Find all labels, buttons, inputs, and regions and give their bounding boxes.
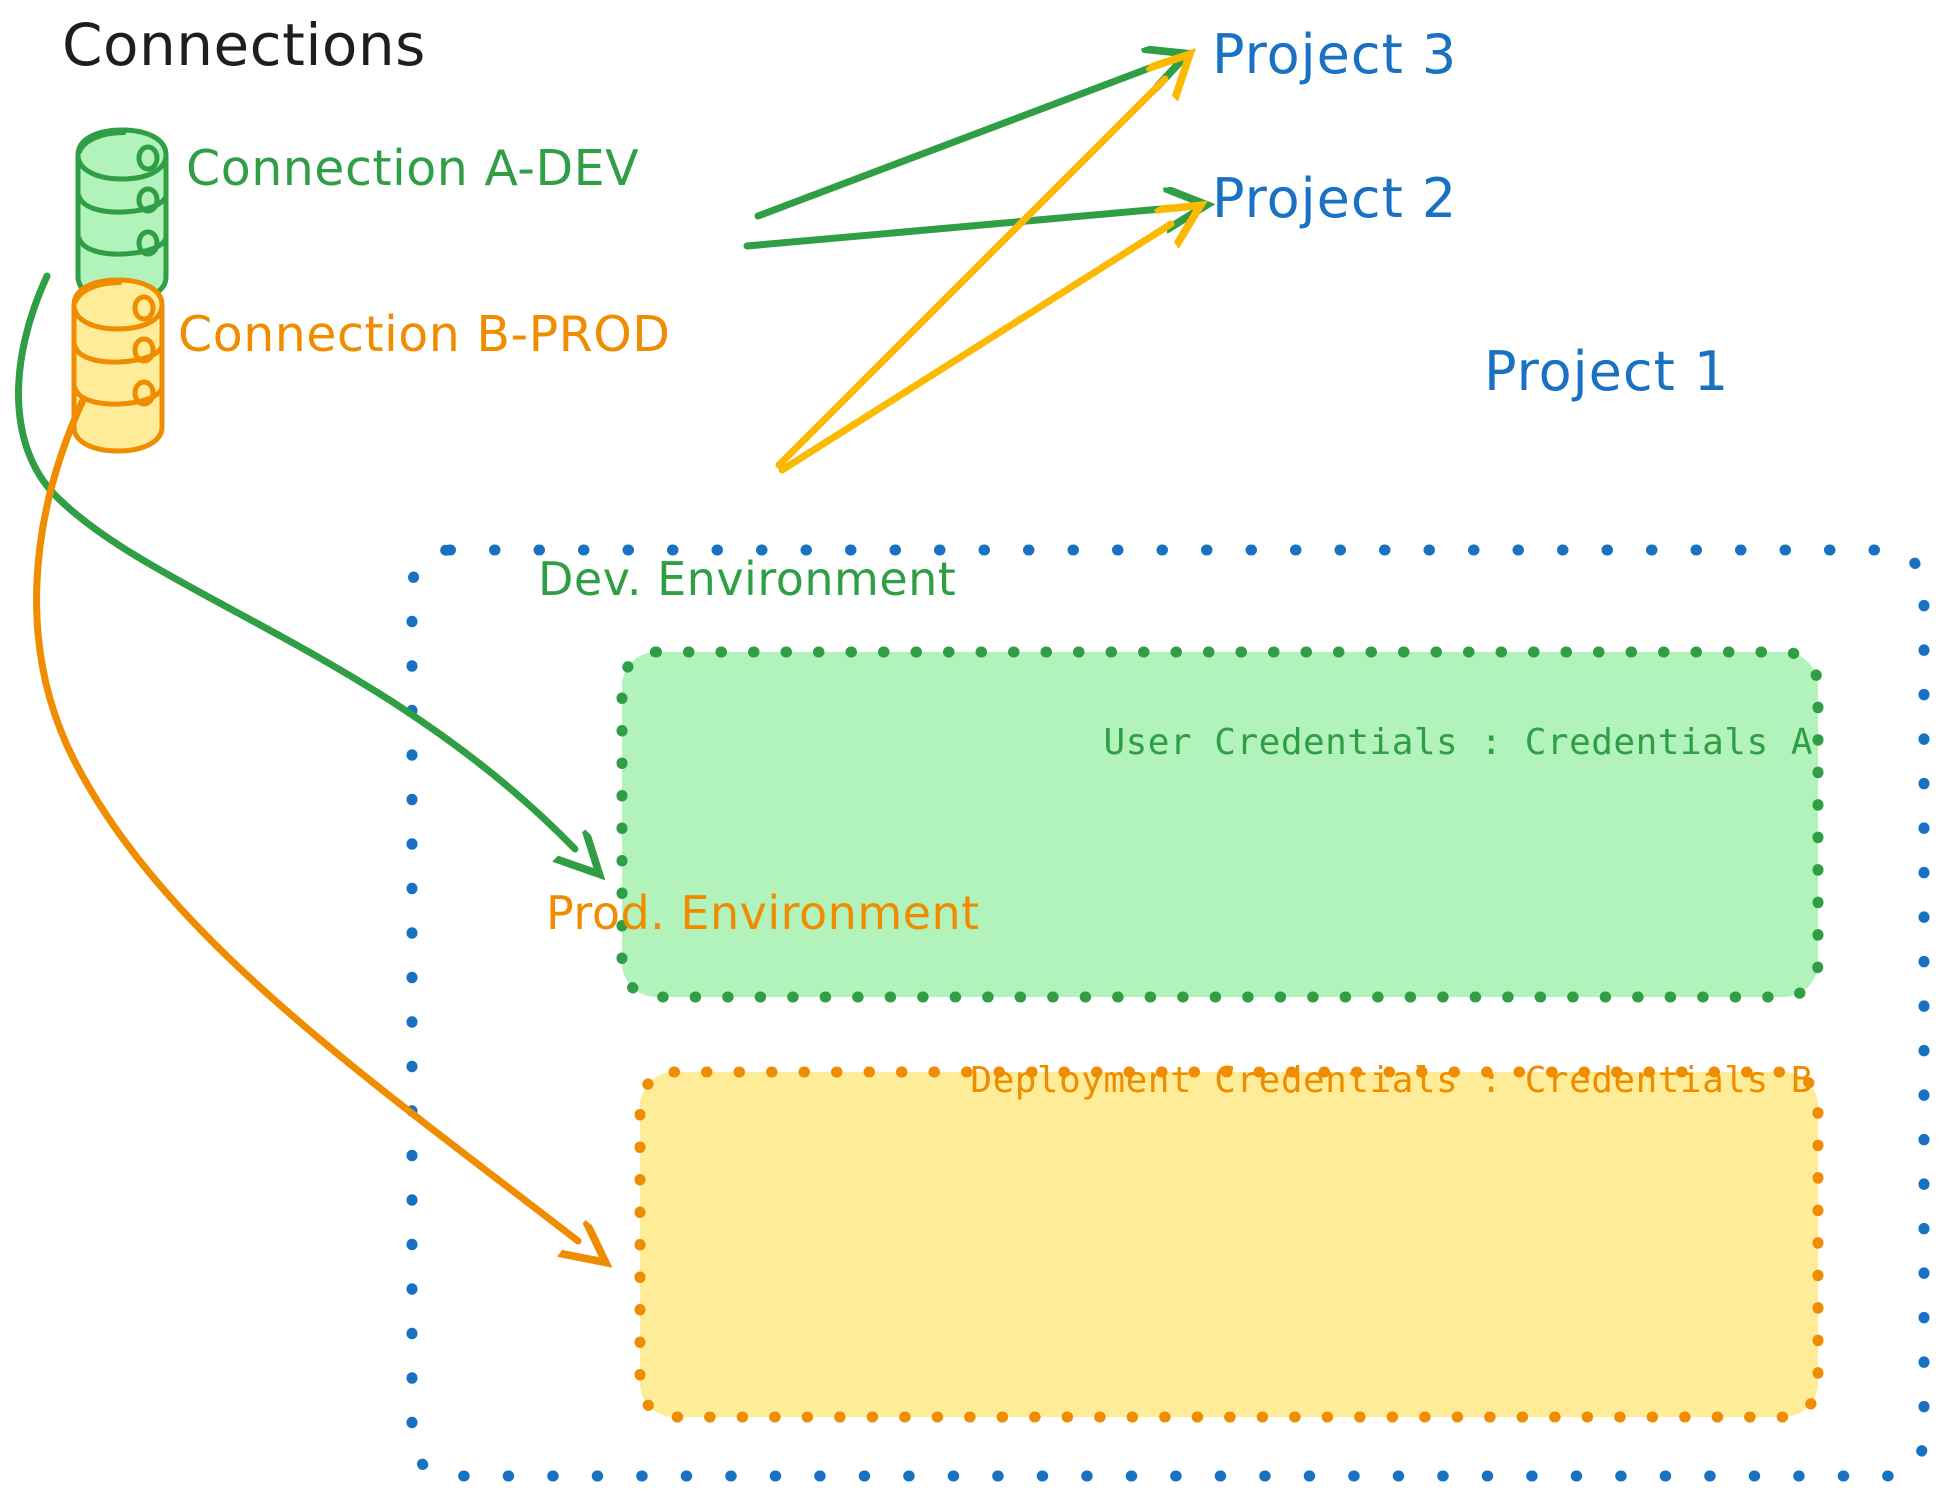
database-icon-connection-b: [71, 277, 165, 454]
project-1-label[interactable]: Project 1: [1484, 340, 1730, 403]
project1-container-outline: [406, 544, 1930, 1482]
arrow-connection-a-to-project2: [743, 208, 1172, 250]
arrow-connection-a-to-project3: [754, 66, 1155, 220]
database-icon-connection-a: [75, 127, 169, 304]
page-title: Connections: [62, 11, 426, 79]
prod-environment-credentials: Deployment Credentials : Credentials B: [970, 1060, 1813, 1101]
arrow-connection-a-to-dev-environment: [15, 272, 575, 849]
arrow-connection-b-to-prod-environment: [33, 396, 578, 1241]
dev-environment-credentials: User Credentials : Credentials A: [1103, 722, 1813, 763]
project-2-label[interactable]: Project 2: [1212, 167, 1458, 230]
project-3-label[interactable]: Project 3: [1212, 23, 1458, 86]
prod-environment-title: Prod. Environment: [546, 886, 980, 940]
prod-environment-box: [634, 1066, 1824, 1423]
dev-environment-title: Dev. Environment: [538, 552, 957, 606]
arrow-connection-b-to-project2: [778, 224, 1171, 474]
dev-environment-box: [616, 646, 1824, 1003]
arrow-connection-b-to-project3: [775, 79, 1165, 469]
connection-b-label[interactable]: Connection B-PROD: [178, 306, 671, 363]
connection-a-label[interactable]: Connection A-DEV: [186, 140, 640, 197]
